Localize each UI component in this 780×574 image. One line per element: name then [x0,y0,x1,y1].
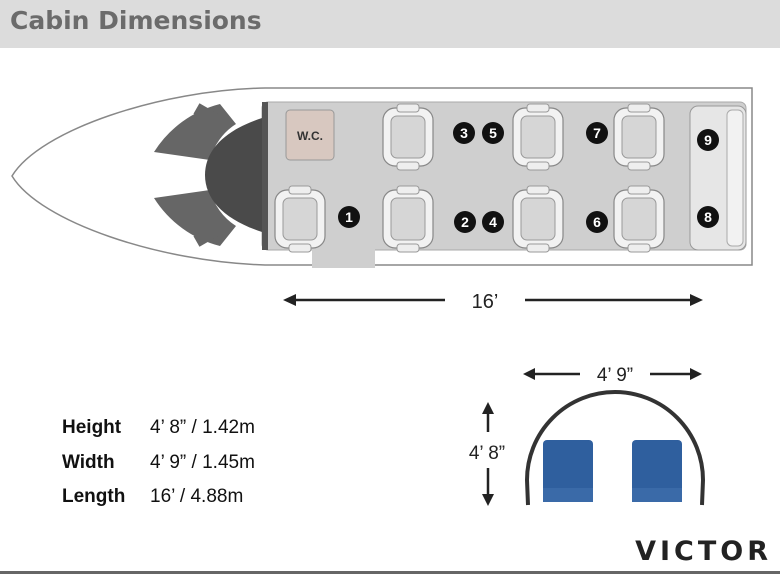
length-label: 16’ [472,291,499,313]
seat-number: 8 [704,209,712,225]
seat-number: 2 [461,214,469,230]
header-bar: Cabin Dimensions [0,0,780,48]
height-dimension [482,402,494,506]
brand-logo: VICTOR [635,536,772,567]
cross-section-arc [524,390,706,506]
seat-number: 4 [489,214,497,230]
seat-number: 3 [460,125,468,141]
page-title: Cabin Dimensions [10,6,262,35]
bottom-divider [0,571,780,574]
seat-number: 6 [593,214,601,230]
wc-compartment [285,109,335,161]
cockpit [154,103,262,247]
seat-number: 9 [704,132,712,148]
cabin-floor [261,101,747,251]
seat-number-badges: 1 2 3 4 5 6 7 8 9 [338,122,719,233]
width-label: 4’ 9” [597,365,633,386]
seat-number: 1 [345,209,353,225]
length-dimension [283,294,703,306]
height-label: 4’ 8” [469,443,505,464]
seat-number: 5 [489,125,497,141]
width-dimension [523,368,702,380]
cross-section-seats [543,440,682,502]
divan [689,105,747,251]
wc-label: W.C. [297,129,323,143]
seat-number: 7 [593,125,601,141]
